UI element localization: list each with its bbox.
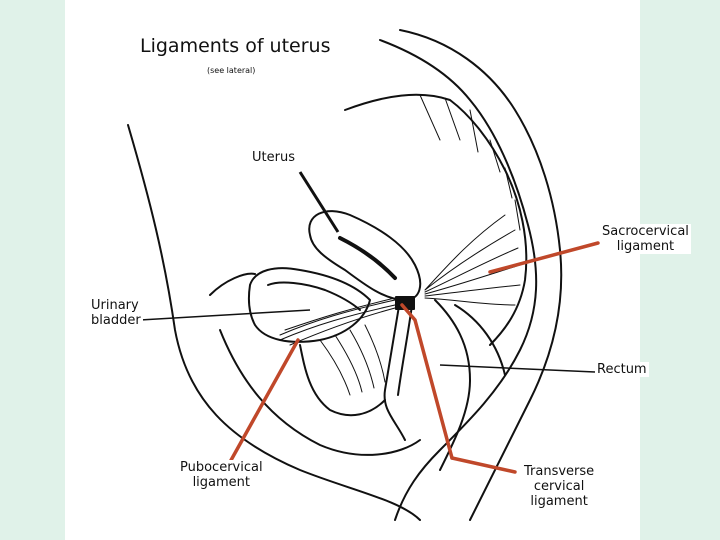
sacrum-outline [379,39,538,521]
label-uterus: Uterus [250,150,297,165]
rectum-leader [439,364,596,373]
vertebra-lines [419,94,521,231]
cardinal-fibres [319,324,386,396]
pubic-region [219,329,421,456]
uterus-outline [308,210,422,301]
spine-outer [399,29,563,521]
rectum-wall [454,304,506,376]
diagram-panel [65,0,640,540]
vagina-outline [383,299,406,441]
label-sacrocervical-ligament: Sacrocervical ligament [600,224,691,254]
sacrocervical-pointer [488,241,600,274]
abdominal-wall-outline [127,124,421,521]
bladder-outer [209,272,256,296]
label-urinary-bladder: Urinary bladder [89,298,143,328]
label-rectum: Rectum [595,362,649,377]
uterus-cavity [338,236,397,280]
label-transverse-cervical-ligament: Transverse cervical ligament [522,464,597,509]
transverse-cervical-pointer [400,303,454,460]
sacrocervical-fibres [424,214,521,306]
bladder-leader [139,309,311,321]
diagram-title: Ligaments of uterus [140,35,331,57]
urethra [299,344,386,417]
bladder-outline [247,267,371,343]
uterus-leader [298,171,340,233]
diagram-subtitle: (see lateral) [207,66,256,75]
label-pubocervical-ligament: Pubocervical ligament [178,460,265,490]
rectum-outline [434,299,471,471]
transverse-cervical-pointer-tail [450,456,517,474]
bladder-wall [267,281,361,311]
pubocervical-fibres [279,297,396,346]
pubocervical-pointer [228,338,300,464]
vagina-inner [397,304,413,396]
